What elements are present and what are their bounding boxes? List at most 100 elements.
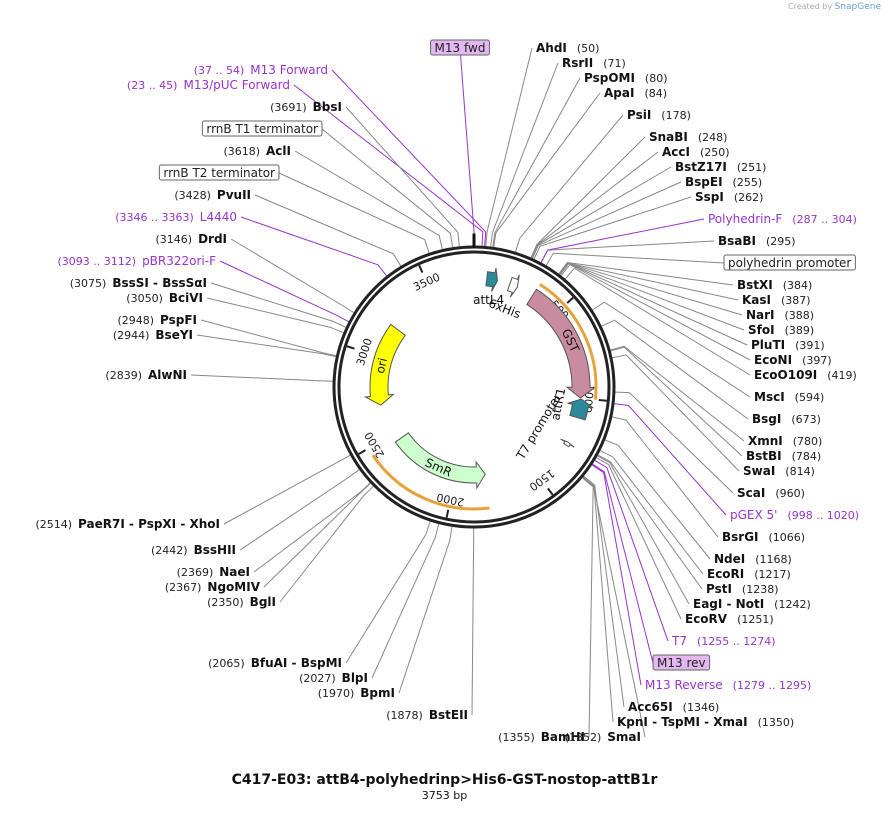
site-position: (287 .. 304) (792, 213, 857, 226)
site-label[interactable]: BamHI(1355) (498, 730, 585, 744)
leader-line (331, 69, 487, 246)
site-label[interactable]: AhdI(50) (536, 41, 599, 55)
site-label[interactable]: M13 fwd (430, 39, 490, 56)
site-name: EcoRI (707, 567, 744, 581)
site-position: (2369) (177, 566, 214, 579)
site-label[interactable]: ScaI(960) (737, 486, 805, 500)
site-label[interactable]: Polyhedrin-F(287 .. 304) (708, 212, 857, 226)
leader-line (596, 457, 682, 620)
site-label[interactable]: BpmI(1970) (318, 686, 395, 700)
site-position: (3691) (270, 101, 307, 114)
feature-attr1[interactable] (567, 398, 594, 421)
site-label[interactable]: BstZ17I(251) (675, 160, 766, 174)
site-label[interactable]: BssHII (2442) (151, 543, 236, 557)
site-label[interactable]: M13 rev (652, 654, 711, 671)
site-label[interactable]: EcoO109I(419) (754, 368, 857, 382)
highlight-band (538, 282, 598, 400)
site-label[interactable]: PluTI(391) (751, 338, 825, 352)
site-label[interactable]: M13 Forward(37 .. 54) (194, 63, 328, 77)
site-position: (814) (785, 465, 815, 478)
site-position: (3346 .. 3363) (115, 211, 194, 224)
site-label[interactable]: BsgI(673) (752, 412, 821, 426)
site-label[interactable]: BsaBI(295) (718, 234, 796, 248)
site-label[interactable]: pBR322ori-F(3093 .. 3112) (58, 254, 217, 268)
tick-mark (598, 398, 607, 402)
site-label[interactable]: rrnB T2 terminator (158, 164, 280, 181)
leader-line (532, 181, 682, 259)
site-label[interactable]: T7(1255 .. 1274) (671, 634, 776, 648)
site-label[interactable]: BseYI(2944) (113, 328, 193, 342)
feature-t7-promoter[interactable] (560, 438, 575, 448)
site-label[interactable]: BlpI(2027) (299, 671, 368, 685)
site-label[interactable]: M13 Reverse(1279 .. 1295) (645, 678, 811, 692)
feature-smr[interactable] (394, 432, 486, 490)
site-label[interactable]: NarI(388) (746, 308, 814, 322)
feature-6xhis[interactable] (506, 274, 520, 298)
label-box (723, 254, 856, 271)
site-label[interactable]: MscI(594) (754, 390, 824, 404)
site-label[interactable]: XmnI(780) (748, 434, 822, 448)
site-label[interactable]: SnaBI(248) (649, 130, 727, 144)
site-label[interactable]: AclI(3618) (223, 144, 291, 158)
site-label[interactable]: AccI(250) (662, 145, 730, 159)
site-label[interactable]: rrnB T1 terminator (201, 120, 323, 137)
site-name: T7 (671, 634, 687, 648)
site-label[interactable]: EcoNI(397) (754, 353, 832, 367)
leader-line (591, 464, 642, 686)
site-label[interactable]: SspI(262) (695, 190, 763, 204)
site-label[interactable]: BsrGI(1066) (722, 530, 805, 544)
site-label[interactable]: KasI(387) (742, 293, 811, 307)
leader-line (515, 114, 624, 252)
site-label[interactable]: PvuII(3428) (174, 188, 251, 202)
site-label[interactable]: pGEX 5'(998 .. 1020) (730, 508, 859, 522)
feature-attl4[interactable] (485, 267, 499, 292)
leader-line (345, 106, 460, 247)
site-label[interactable]: NdeI(1168) (714, 552, 792, 566)
site-label[interactable]: NgoMIV(2367) (165, 580, 261, 594)
site-label[interactable]: DrdI(3146) (155, 232, 227, 246)
site-name: EcoRV (685, 612, 728, 626)
site-position: (3050) (126, 292, 163, 305)
site-label[interactable]: BstEII(1878) (386, 708, 468, 722)
site-label[interactable]: BciVI(3050) (126, 291, 203, 305)
leader-line (200, 319, 337, 357)
leader-line (371, 523, 440, 679)
site-label[interactable]: SwaI(814) (743, 464, 815, 478)
site-label[interactable]: BstBI(784) (746, 449, 821, 463)
site-label[interactable]: BbsI(3691) (270, 100, 342, 114)
site-label[interactable]: BspEI(255) (685, 175, 762, 189)
site-label[interactable]: SmaI(1352) (565, 730, 641, 744)
leader-line (597, 454, 703, 590)
site-label[interactable]: PstI(1238) (706, 582, 779, 596)
site-position: (262) (734, 191, 764, 204)
site-label[interactable]: ApaI(84) (604, 86, 667, 100)
site-label[interactable]: M13/pUC Forward(23 .. 45) (127, 78, 290, 92)
site-label[interactable]: PspFI(2948) (117, 313, 197, 327)
site-label[interactable]: NaeI(2369) (177, 565, 250, 579)
site-label[interactable]: EagI - NotI(1242) (693, 597, 811, 611)
site-label[interactable]: BstXI(384) (737, 278, 812, 292)
site-label[interactable]: BssSI - BssSαI(3075) (70, 276, 207, 290)
feature-gst[interactable] (526, 288, 597, 399)
site-position: (3093 .. 3112) (58, 255, 137, 268)
site-label[interactable]: Acc65I(1346) (628, 700, 719, 714)
feature-ori[interactable] (363, 323, 406, 406)
site-name: NgoMIV (207, 580, 260, 594)
site-label[interactable]: PspOMI(80) (584, 71, 668, 85)
site-label[interactable]: BfuAI - BspMI(2065) (208, 656, 342, 670)
site-label[interactable]: SfoI(389) (748, 323, 814, 337)
site-label[interactable]: PaeR7I - PspXI - XhoI(2514) (35, 517, 220, 531)
site-label[interactable]: RsrII(71) (562, 56, 626, 70)
site-position: (2442) (151, 544, 188, 557)
site-name: BssHII (194, 543, 236, 557)
site-label[interactable]: KpnI - TspMI - XmaI(1350) (617, 715, 794, 729)
leader-line (533, 196, 692, 260)
site-label[interactable]: PsiI(178) (627, 108, 691, 122)
site-label[interactable]: AlwNI(2839) (105, 368, 187, 382)
site-label[interactable]: BglI(2350) (207, 595, 276, 609)
site-label[interactable]: polyhedrin promoter (723, 254, 856, 271)
site-label[interactable]: EcoRV(1251) (685, 612, 774, 626)
site-label[interactable]: L4440(3346 .. 3363) (115, 210, 237, 224)
site-label[interactable]: EcoRI(1217) (707, 567, 791, 581)
